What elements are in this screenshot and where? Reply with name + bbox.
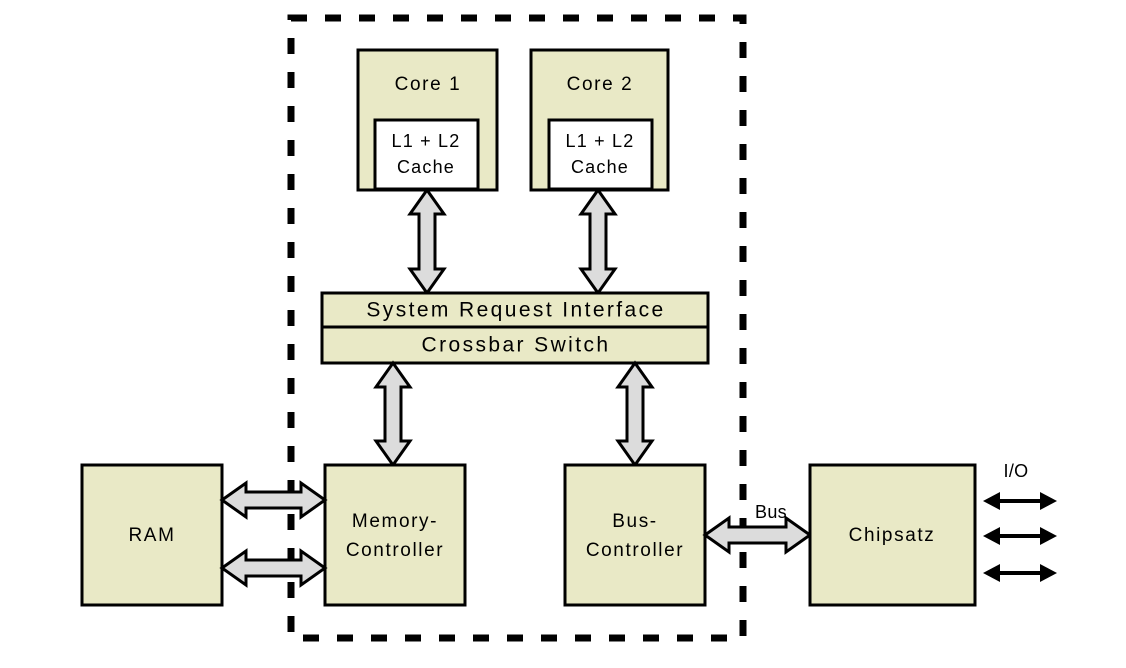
core1-label: Core 1 (395, 74, 462, 95)
io-connection-label: I/O (1004, 461, 1029, 481)
core1-cache-label-line2: Cache (397, 157, 455, 177)
bus-controller-rect (563, 463, 707, 607)
bus-controller-label-line2: Controller (586, 540, 684, 561)
ram-rect (80, 463, 224, 607)
chipset-block[interactable]: Chipsatz (808, 463, 977, 607)
arrow-ram-to-memory-controller-lower (219, 548, 328, 588)
chipset-io-arrow-2 (983, 527, 1057, 545)
cpu-die-boundary (287, 14, 747, 642)
ram-block[interactable]: RAM (80, 463, 224, 607)
chipset-io-arrow-1 (983, 492, 1057, 510)
chipset-rect (808, 463, 977, 607)
core1-cache-label-line1: L1 + L2 (392, 131, 461, 151)
ram-label: RAM (128, 525, 175, 546)
core1-cache-rect (373, 118, 480, 191)
bus-controller-block[interactable]: Bus- Controller (563, 463, 707, 607)
core2-block[interactable]: Core 2 L1 + L2 Cache (529, 48, 670, 192)
bus-controller-label-line1: Bus- (612, 511, 657, 532)
crossbar-switch-rect (320, 325, 710, 365)
system-request-interface-block[interactable]: System Request Interface (320, 291, 710, 329)
arrow-bus-controller-to-chipset (702, 515, 813, 555)
bus-connection-label: Bus (755, 502, 787, 522)
chipset-io-arrow-3 (983, 564, 1057, 582)
core2-label: Core 2 (567, 74, 634, 95)
arrow-crossbar-to-memory-controller (373, 360, 413, 468)
system-request-interface-rect (320, 291, 710, 329)
arrow-ram-to-memory-controller-upper (219, 480, 328, 520)
core2-cache-label-line2: Cache (571, 157, 629, 177)
memory-controller-rect (323, 463, 467, 607)
memory-controller-label-line2: Controller (346, 540, 444, 561)
crossbar-switch-block[interactable]: Crossbar Switch (320, 325, 710, 365)
memory-controller-block[interactable]: Memory- Controller (323, 463, 467, 607)
core2-cache-label-line1: L1 + L2 (566, 131, 635, 151)
core2-cache-rect (547, 118, 654, 191)
crossbar-switch-label: Crossbar Switch (422, 334, 611, 357)
core1-block[interactable]: Core 1 L1 + L2 Cache (356, 48, 499, 192)
arrow-core2-to-sri (578, 187, 618, 296)
chipset-label: Chipsatz (849, 525, 936, 546)
arrow-crossbar-to-bus-controller (615, 360, 655, 468)
system-request-interface-label: System Request Interface (366, 299, 665, 322)
arrow-core1-to-sri (407, 187, 447, 296)
memory-controller-label-line1: Memory- (352, 511, 438, 532)
